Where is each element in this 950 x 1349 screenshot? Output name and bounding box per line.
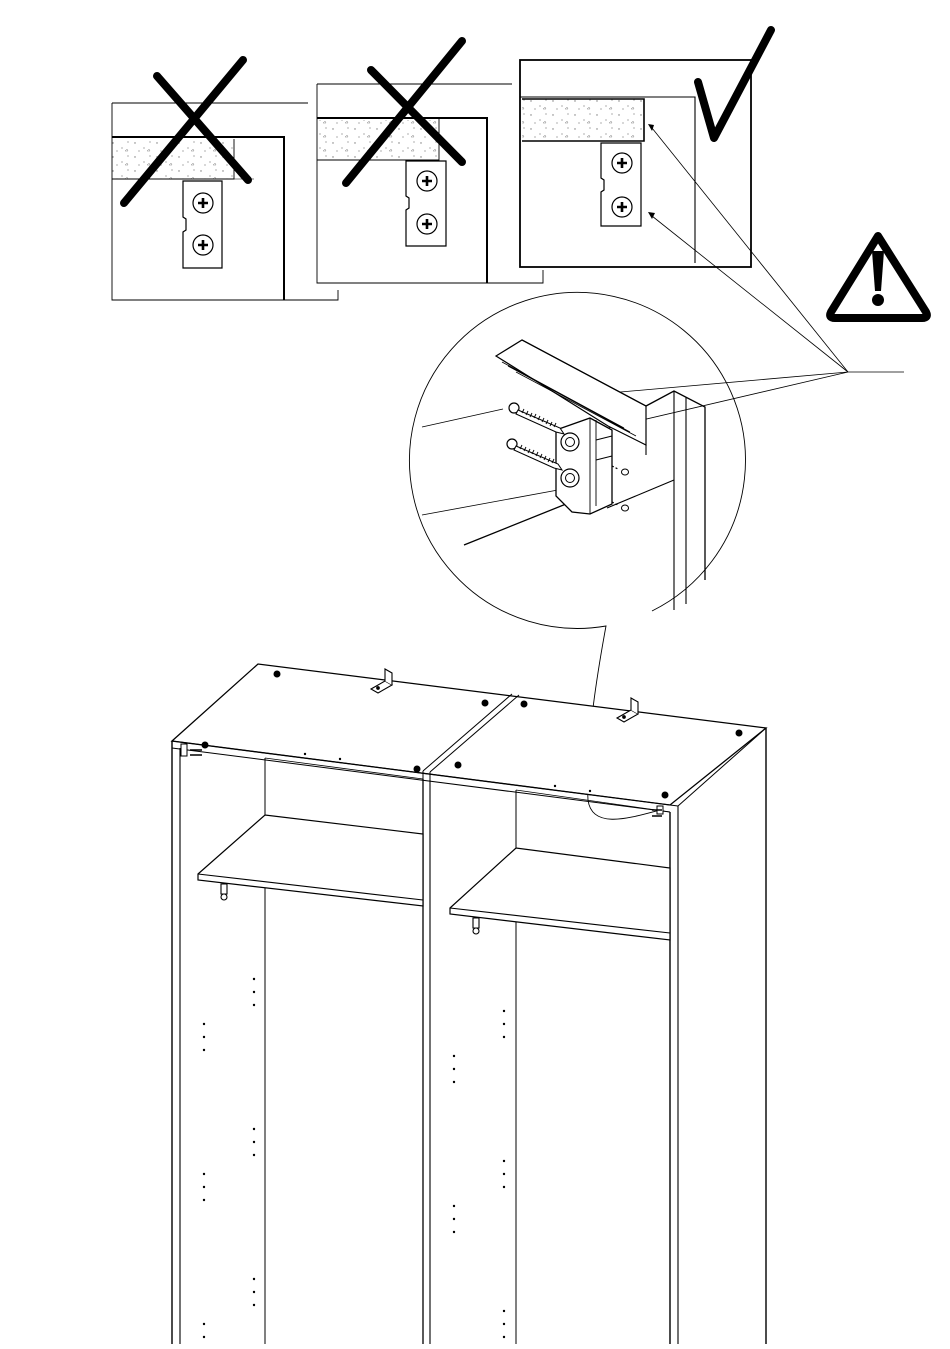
left-shelf xyxy=(198,815,423,906)
panel-incorrect-1 xyxy=(112,60,338,300)
cam-bracket-icon xyxy=(556,418,612,514)
panel-incorrect-2 xyxy=(317,41,543,283)
wardrobe-carcass xyxy=(172,664,766,1344)
cam-bracket-icon xyxy=(406,161,446,246)
cam-bracket-icon xyxy=(183,181,222,268)
right-shelf xyxy=(450,848,670,940)
cam-bracket-icon xyxy=(601,143,641,226)
screw-icon xyxy=(507,439,562,470)
cam-bracket-icon xyxy=(181,744,202,756)
dowel-pin-icon xyxy=(612,466,629,511)
shelf-pin-holes xyxy=(203,978,505,1338)
screw-icon xyxy=(509,403,564,434)
panel-correct xyxy=(520,30,771,267)
warning-triangle-icon xyxy=(830,236,927,318)
cam-bracket-icon xyxy=(652,806,663,816)
check-mark-icon xyxy=(698,30,771,138)
